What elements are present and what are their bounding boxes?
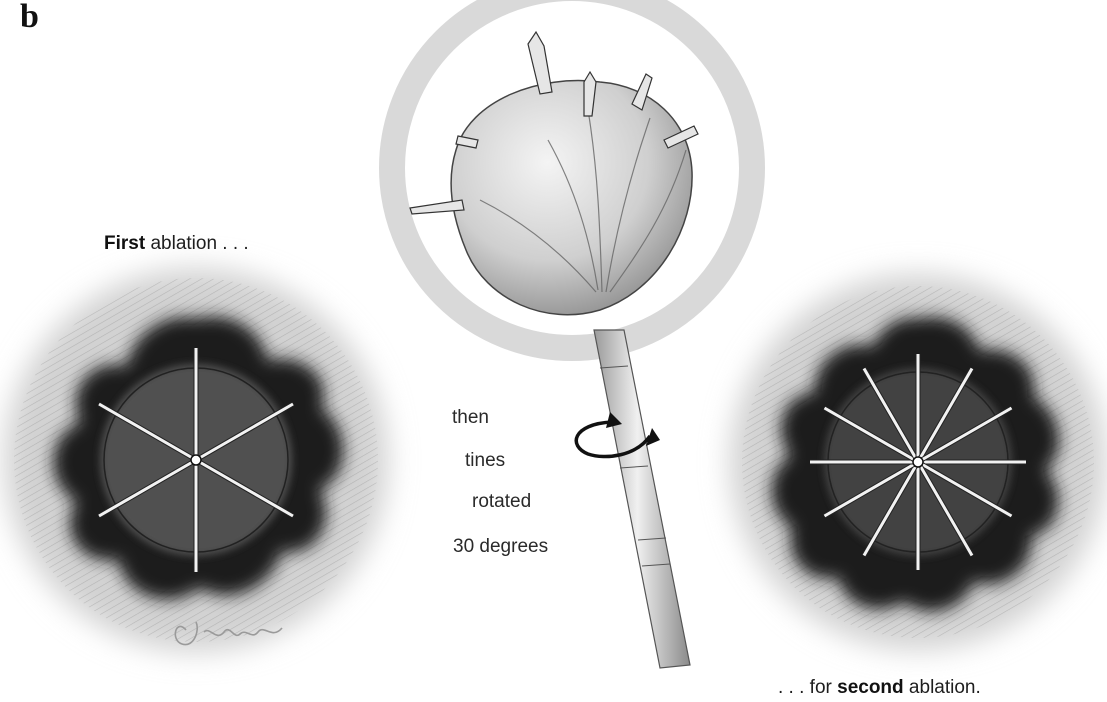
probe-illustration: [392, 0, 752, 668]
step-tines: tines: [465, 450, 505, 472]
tine-tip-top: [528, 32, 552, 94]
ablation-sphere: [451, 81, 692, 315]
first-ablation-zone: [4, 268, 388, 652]
first-ablation-caption: First ablation . . .: [104, 233, 249, 255]
second-ablation-caption-bold: second: [837, 677, 904, 698]
probe-shaft: [594, 330, 690, 668]
first-ablation-caption-bold: First: [104, 233, 145, 254]
step-rotated: rotated: [472, 491, 531, 513]
second-ablation-caption-lead: . . . for: [778, 677, 837, 698]
first-ablation-center-dot: [191, 455, 201, 465]
panel-label: b: [20, 0, 39, 36]
step-then: then: [452, 407, 489, 429]
second-ablation-zone: [730, 274, 1106, 650]
first-ablation-caption-rest: ablation . . .: [145, 233, 249, 254]
step-degrees: 30 degrees: [453, 536, 548, 558]
second-ablation-caption: . . . for second ablation.: [778, 677, 981, 699]
second-ablation-caption-rest: ablation.: [904, 677, 981, 698]
second-ablation-center-dot: [913, 457, 923, 467]
